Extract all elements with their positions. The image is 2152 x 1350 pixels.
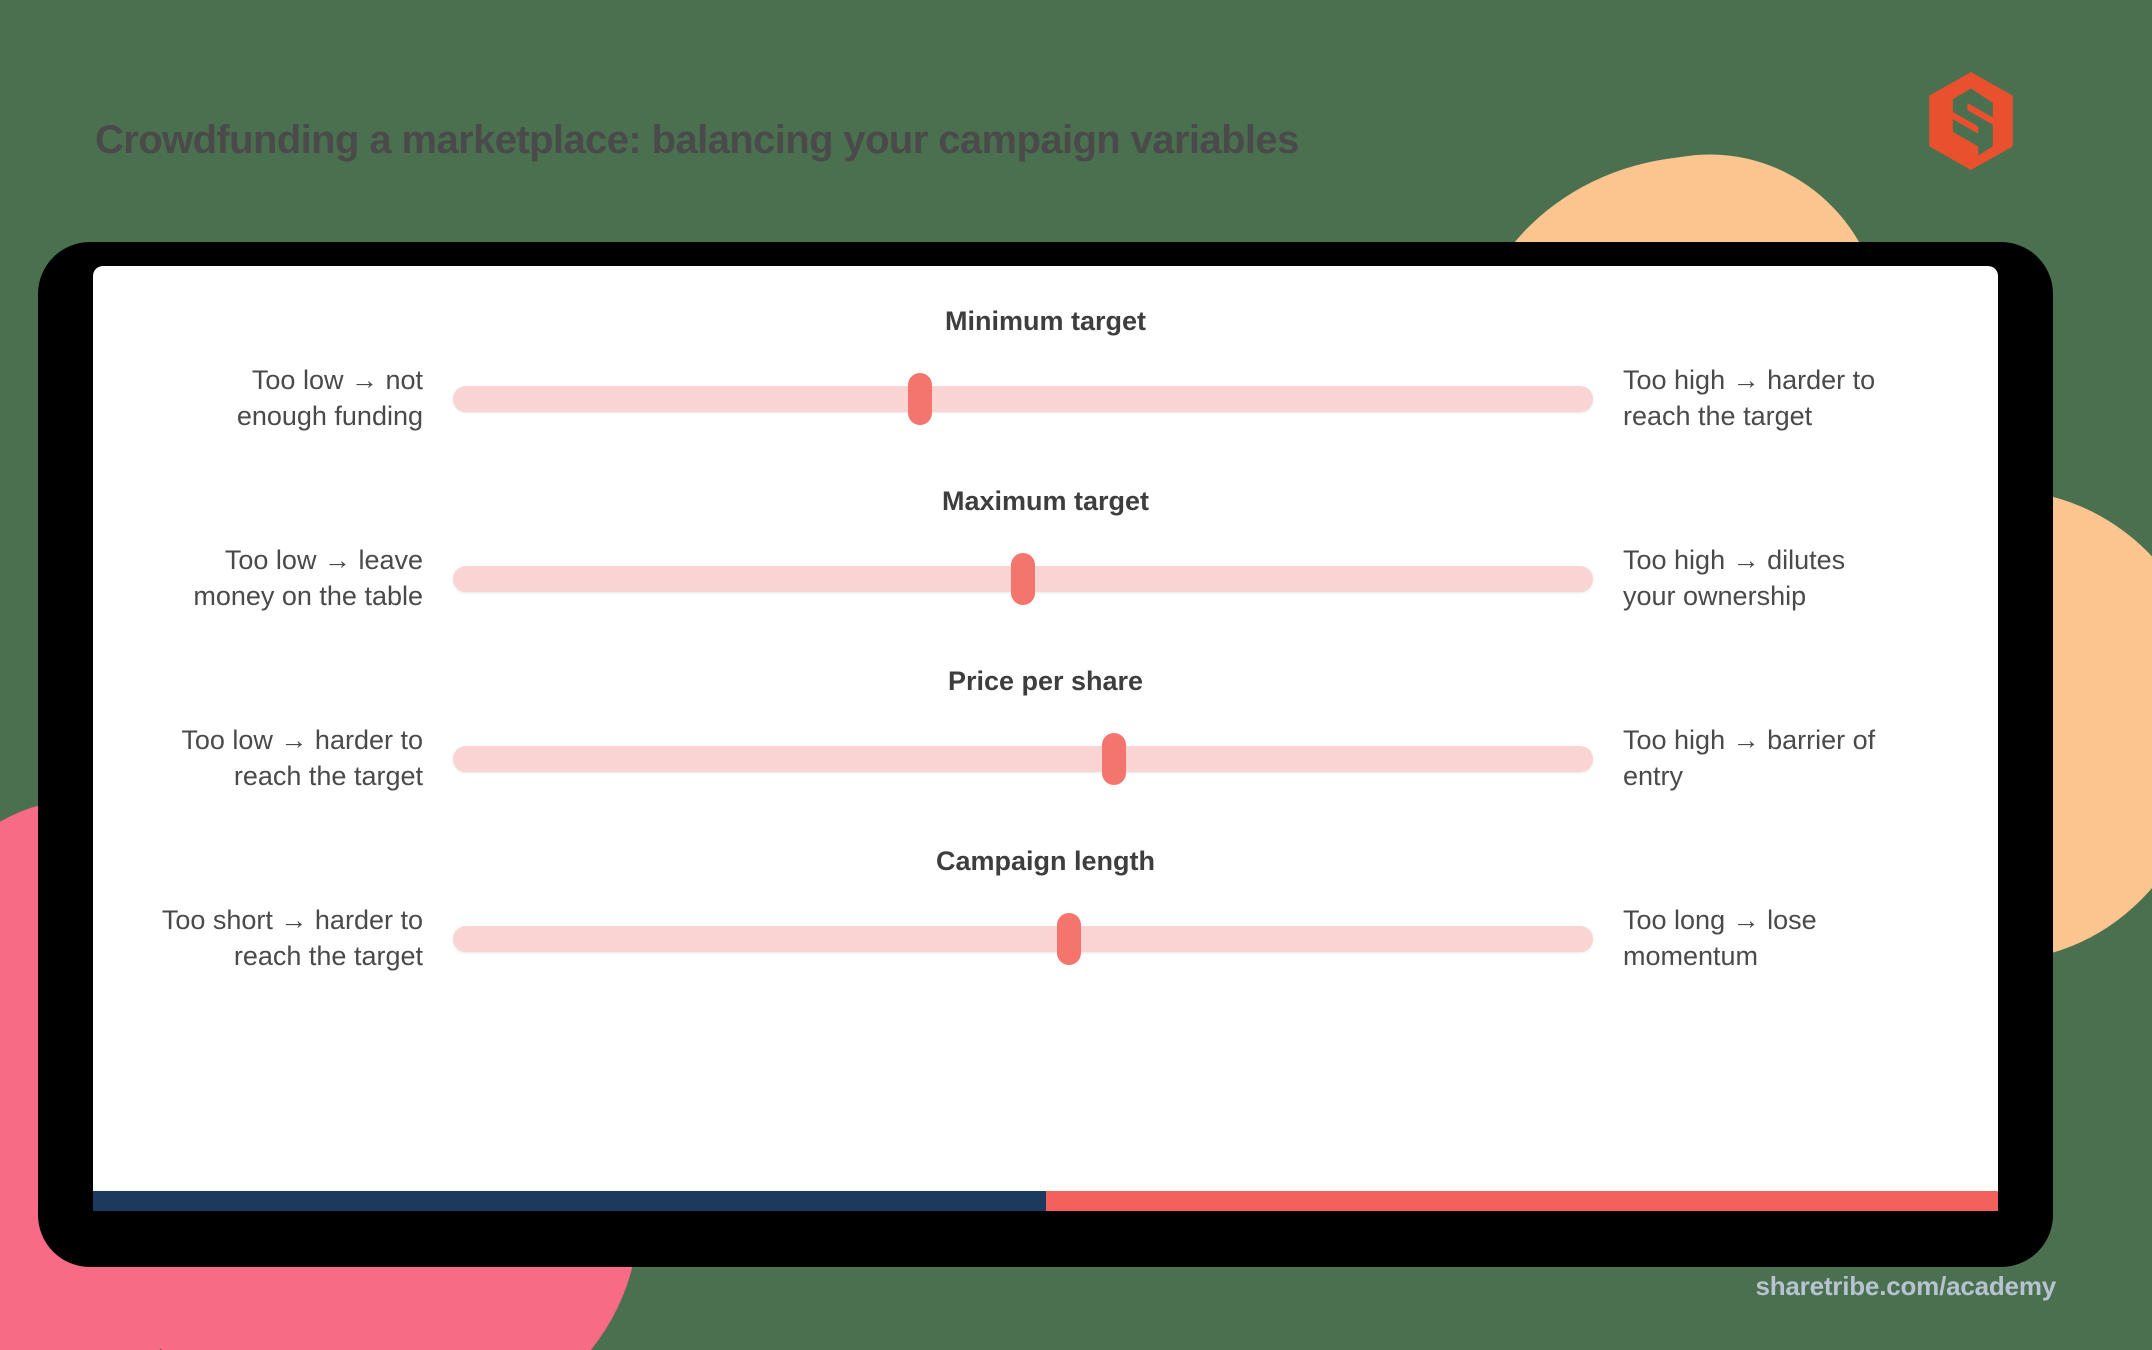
slider-price-per-share[interactable] — [453, 733, 1593, 785]
slider-row-campaign-length: Campaign length Too short → harder to re… — [93, 846, 1998, 1014]
slider-row-price-per-share: Price per share Too low → harder to reac… — [93, 666, 1998, 834]
slider-thumb[interactable] — [1011, 553, 1035, 605]
slider-right-label: Too high → barrier of entry — [1623, 723, 1953, 795]
slider-left-label-line2: reach the target — [233, 941, 423, 971]
tablet-bottom-bar — [93, 1191, 1998, 1211]
slider-left-label-line1: Too low → harder to — [181, 725, 423, 756]
slider-track[interactable] — [453, 926, 1593, 952]
tablet-frame: Minimum target Too low → not enough fund… — [38, 242, 2053, 1267]
sharetribe-logo-icon — [1925, 72, 2017, 170]
slider-row-minimum-target: Minimum target Too low → not enough fund… — [93, 306, 1998, 474]
slider-thumb[interactable] — [908, 373, 933, 425]
slider-heading: Price per share — [947, 666, 1144, 696]
tablet-screen: Minimum target Too low → not enough fund… — [93, 266, 1998, 1191]
slider-left-label-line2: money on the table — [193, 581, 423, 611]
slider-left-label-line2: reach the target — [233, 761, 423, 791]
slider-left-label: Too low → not enough funding — [93, 363, 423, 435]
slider-left-label-line1: Too short → harder to — [161, 905, 423, 936]
slider-left-label: Too low → leave money on the table — [93, 543, 423, 615]
slider-right-label-line1: Too long → lose — [1623, 905, 1817, 936]
slider-left-label-line2: enough funding — [236, 401, 423, 431]
slider-left-label: Too short → harder to reach the target — [93, 903, 423, 975]
slider-thumb[interactable] — [1102, 733, 1127, 785]
slider-heading: Maximum target — [941, 486, 1150, 516]
slider-thumb[interactable] — [1056, 913, 1081, 965]
slider-right-label: Too high → harder to reach the target — [1623, 363, 1953, 435]
page-title: Crowdfunding a marketplace: balancing yo… — [95, 118, 1299, 162]
slider-campaign-length[interactable] — [453, 913, 1593, 965]
bottom-bar-navy-segment — [93, 1191, 1046, 1211]
slider-heading: Minimum target — [944, 306, 1146, 336]
slider-right-label: Too high → dilutes your ownership — [1623, 543, 1953, 615]
slider-row-maximum-target: Maximum target Too low → leave money on … — [93, 486, 1998, 654]
slider-right-label-line2: momentum — [1623, 941, 1759, 971]
slider-right-label-line2: reach the target — [1623, 401, 1813, 431]
bottom-bar-coral-segment — [1045, 1191, 1998, 1211]
slider-right-label-line2: entry — [1623, 761, 1684, 791]
slider-heading: Campaign length — [935, 846, 1155, 876]
slider-right-label-line1: Too high → harder to — [1623, 365, 1876, 396]
slider-right-label: Too long → lose momentum — [1623, 903, 1953, 975]
slider-left-label-line1: Too low → not — [251, 365, 423, 396]
slider-maximum-target[interactable] — [453, 553, 1593, 605]
slider-right-label-line1: Too high → dilutes — [1623, 545, 1846, 576]
slider-right-label-line1: Too high → barrier of — [1623, 725, 1876, 756]
footer-link[interactable]: sharetribe.com/academy — [1755, 1271, 2056, 1301]
slider-minimum-target[interactable] — [453, 373, 1593, 425]
slider-track[interactable] — [453, 746, 1593, 772]
slider-left-label: Too low → harder to reach the target — [93, 723, 423, 795]
slider-left-label-line1: Too low → leave — [224, 545, 423, 576]
slider-list: Minimum target Too low → not enough fund… — [93, 266, 1998, 1191]
slider-track[interactable] — [453, 386, 1593, 412]
slider-right-label-line2: your ownership — [1623, 581, 1807, 611]
